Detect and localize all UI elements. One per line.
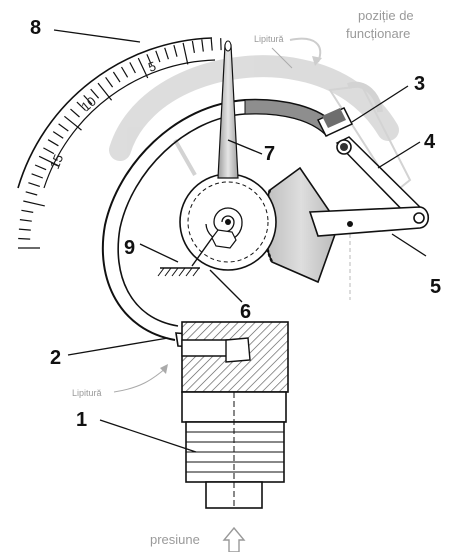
tick-label-10: 10 — [78, 94, 99, 115]
dial-tick — [146, 54, 153, 66]
pointer — [217, 40, 239, 179]
dial-tick — [210, 38, 213, 51]
dial-tick — [164, 47, 169, 60]
dial-scale: 5 10 15 — [17, 37, 222, 249]
dial-tick — [38, 155, 60, 167]
label-2: 2 — [50, 347, 61, 369]
solder-label-top: Lipitură — [254, 34, 284, 44]
label-5: 5 — [430, 276, 441, 298]
pressure-arrow — [222, 526, 246, 552]
dial-tick — [18, 228, 31, 231]
dial-tick — [90, 88, 100, 99]
label-6: 6 — [240, 301, 251, 323]
tube-end-clamp — [316, 107, 354, 137]
label-3: 3 — [414, 73, 425, 95]
dial-tick — [70, 108, 80, 118]
solder-label-bottom: Lipitură — [72, 388, 102, 398]
dial-tick — [112, 71, 121, 83]
dial-tick — [137, 57, 149, 79]
dial-tick — [155, 50, 161, 63]
operating-position-label-1: poziție de — [358, 8, 414, 23]
dial-tick — [120, 66, 129, 78]
dial-tick — [34, 164, 47, 171]
dial-tick — [52, 131, 64, 139]
dial-tick — [173, 44, 178, 57]
dial-tick — [76, 101, 87, 111]
dial-tick — [201, 39, 204, 52]
dial-tick — [23, 200, 45, 207]
tick-label-5: 5 — [146, 58, 158, 75]
dial-tick — [21, 209, 34, 213]
operating-position-ghost — [109, 37, 412, 300]
dial-tick — [25, 191, 38, 196]
dial-tick — [97, 82, 113, 101]
dial-tick — [28, 182, 40, 187]
dial-tick — [191, 40, 195, 53]
label-1: 1 — [76, 409, 87, 431]
dial-ticks — [18, 38, 222, 249]
label-8: 8 — [30, 17, 41, 39]
dial-tick — [31, 173, 44, 179]
dial-tick — [18, 237, 31, 240]
leader-lines — [53, 29, 427, 453]
annotation-leaders — [113, 47, 293, 393]
dial-tick — [43, 147, 55, 155]
dial-tick — [47, 139, 59, 147]
tick-label-15: 15 — [47, 152, 66, 171]
dial-tick — [129, 62, 136, 74]
dial-tick — [58, 123, 69, 132]
operating-position-label-2: funcționare — [346, 26, 410, 41]
dial-tick — [182, 42, 189, 65]
dial-tick — [83, 94, 93, 105]
dial-tick — [105, 76, 114, 88]
pressure-label: presiune — [150, 532, 200, 547]
socket — [181, 321, 289, 509]
label-4: 4 — [424, 131, 436, 153]
dial-tick — [64, 115, 82, 131]
label-7: 7 — [264, 143, 275, 165]
dial-tick — [19, 219, 32, 222]
label-9: 9 — [124, 237, 135, 259]
pinion-and-hairspring — [157, 173, 277, 277]
